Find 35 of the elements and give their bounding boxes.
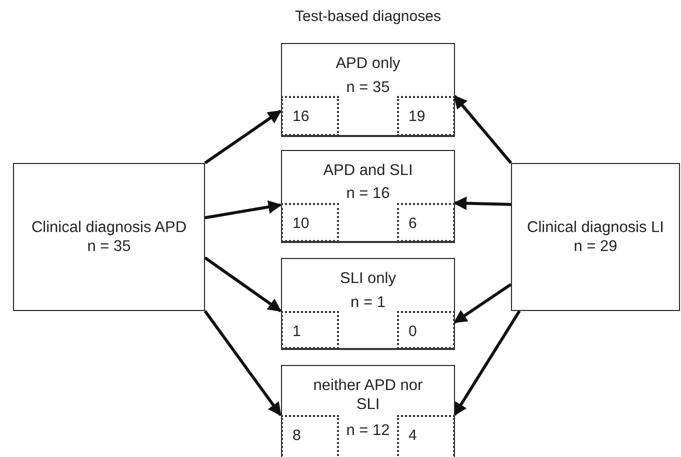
category-label: APD only <box>334 54 402 73</box>
count-box: 19 <box>396 96 454 136</box>
category-label: neither APD nor SLI <box>312 376 424 414</box>
category-box <box>281 365 455 457</box>
count-label: n = 16 <box>345 184 391 203</box>
arrow <box>453 196 512 210</box>
box-text: n = 29 <box>574 237 618 256</box>
count-box: 8 <box>280 415 338 457</box>
category-box <box>281 258 455 350</box>
count-box: 16 <box>280 96 338 136</box>
count-box: 1 <box>280 311 338 349</box>
count-label: n = 1 <box>350 293 386 312</box>
box-text: Clinical diagnosis APD <box>31 218 187 237</box>
box-text: n = 35 <box>87 237 131 256</box>
count-box: 0 <box>396 311 454 349</box>
count-box: 10 <box>280 203 338 242</box>
count-box: 6 <box>396 203 454 242</box>
category-label: SLI only <box>338 269 397 288</box>
diagram-title: Test-based diagnoses <box>294 8 442 25</box>
count-box: 4 <box>396 415 454 457</box>
arrow <box>204 256 282 312</box>
arrow <box>204 200 282 220</box>
arrow <box>453 283 512 324</box>
category-label: APD and SLI <box>322 161 414 180</box>
group-box <box>13 163 205 311</box>
category-box <box>281 150 455 243</box>
arrow <box>204 310 282 416</box>
arrow <box>204 110 282 164</box>
group-box <box>511 163 680 311</box>
arrow <box>453 310 521 416</box>
count-label: n = 12 <box>345 421 391 440</box>
box-text: Clinical diagnosis LI <box>527 218 664 237</box>
category-box <box>281 43 455 137</box>
arrow <box>453 94 512 164</box>
count-label: n = 35 <box>345 78 391 97</box>
